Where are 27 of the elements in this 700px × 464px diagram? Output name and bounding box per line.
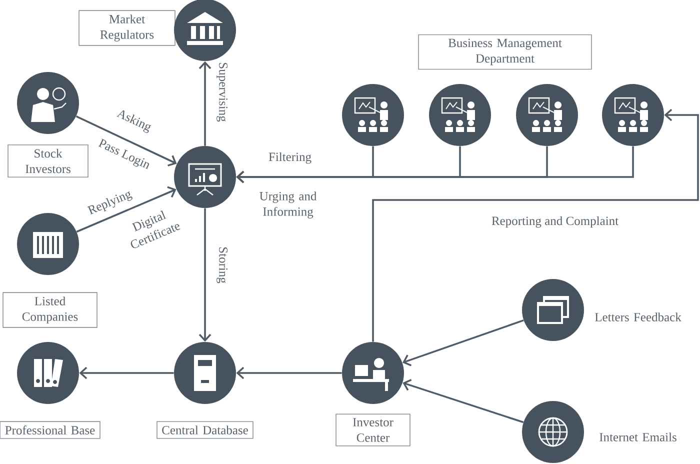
label-box: Listed Companies [2,292,98,328]
arrow [198,61,212,146]
edge-label: Filtering [267,151,313,165]
side-label: Letters Feedback [594,312,682,322]
flow-label: Urging and Informing [260,192,317,218]
label-box: Professional Base [0,421,100,439]
arrow [76,116,177,166]
arrow [402,378,524,424]
arrow [372,108,699,342]
label-box: Investor Center [336,414,410,446]
arrow [76,186,176,233]
arrow [236,366,342,380]
icon-circle [522,401,584,463]
arrow [236,146,634,184]
edge-label: Reporting and Complaint [490,215,620,229]
edge-label: Supervising [216,61,228,123]
edge-label: Storing [216,246,228,284]
arrow [79,366,174,380]
side-label: Internet Emails [600,432,676,442]
arrow [402,319,524,366]
icon-circle [174,146,236,208]
arrow [198,208,212,342]
label-box: Stock Investors [8,144,88,178]
label-box: Market Regulators [78,10,176,46]
label-box: Central Database [156,421,254,439]
label-box: Business Management Department [418,34,592,70]
flow-label: Pass Login [98,138,150,170]
